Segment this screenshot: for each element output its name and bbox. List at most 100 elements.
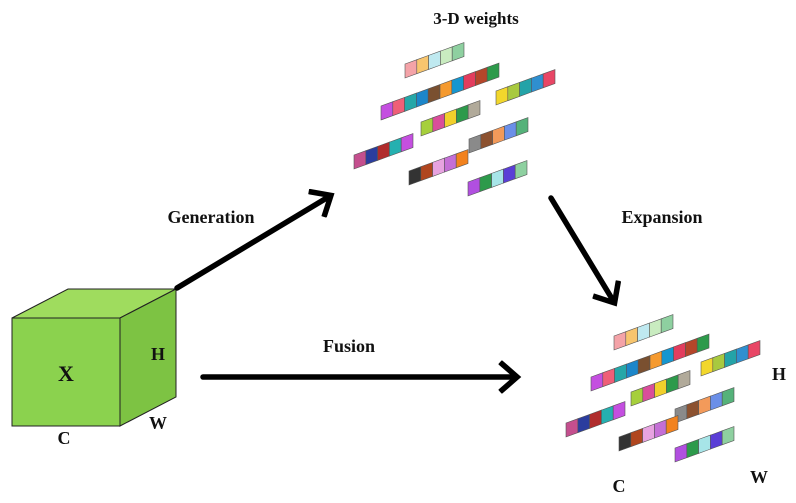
weight-cell [463, 71, 476, 91]
weight-cell [542, 69, 556, 89]
output-strip [590, 333, 710, 392]
output-cell [677, 370, 691, 390]
output-strip [565, 401, 626, 438]
weight-strip [420, 100, 481, 137]
output-cell [589, 409, 602, 429]
weight-cell [353, 150, 367, 170]
output-cell [686, 438, 699, 459]
weight-cell [365, 145, 378, 166]
weights-title: 3-D weights [433, 9, 519, 28]
output-cell [721, 426, 735, 446]
output-cell [665, 415, 679, 435]
weight-cell [495, 86, 509, 106]
output-cell [710, 430, 723, 450]
weight-cell [467, 100, 481, 120]
weight-cell [427, 84, 441, 104]
generation-label: Generation [168, 207, 255, 227]
weight-cell [479, 172, 492, 193]
output-cell [721, 387, 735, 407]
weight-strip [495, 69, 556, 106]
weight-cell [392, 96, 405, 117]
weight-cell [492, 125, 505, 145]
output-channel-label: C [613, 476, 626, 496]
output-cell [565, 418, 579, 438]
weight-cell [507, 81, 520, 102]
weight-cell [432, 157, 445, 177]
output-cell [626, 359, 639, 379]
weight-cell [531, 73, 544, 93]
output-strip [630, 370, 691, 407]
expansion-arrow [548, 195, 614, 302]
output-cell [700, 357, 714, 377]
weights-group [353, 42, 556, 197]
fusion-label: Fusion [323, 336, 375, 356]
output-cell [612, 401, 626, 421]
output-cell [577, 413, 590, 434]
weight-cell [439, 79, 453, 99]
weight-cell [503, 164, 516, 184]
output-cell [630, 427, 643, 448]
output-cell [602, 367, 615, 388]
weight-strip [404, 42, 465, 79]
weight-cell [404, 59, 418, 79]
weight-cell [444, 108, 457, 128]
weight-strip [380, 62, 500, 121]
output-cell [642, 382, 655, 403]
weight-cell [486, 62, 500, 82]
weight-cell [400, 133, 414, 153]
weight-cell [491, 168, 504, 188]
output-cell [661, 346, 674, 366]
output-cell [698, 434, 711, 454]
weight-cell [404, 92, 417, 112]
cube-front-face [11, 317, 121, 427]
weight-cell [451, 42, 465, 62]
output-cell [614, 363, 627, 383]
weight-cell [420, 161, 433, 182]
weight-cell [416, 54, 429, 75]
output-cell [698, 395, 711, 415]
output-cell [630, 387, 644, 407]
output-cell [712, 352, 725, 373]
output-cell [601, 405, 614, 425]
generation-arrow [174, 196, 330, 291]
output-strip [674, 426, 735, 463]
weight-strip [408, 149, 469, 186]
weight-cell [389, 137, 402, 157]
cube-x-label: X [58, 361, 74, 386]
output-strip [618, 415, 679, 452]
output-cell [654, 378, 667, 398]
weight-strip [468, 117, 529, 154]
output-cell [625, 326, 638, 347]
output-cell [649, 318, 662, 338]
output-strip [700, 340, 761, 377]
weight-strip [467, 160, 528, 197]
weight-cell [475, 66, 488, 87]
output-cell [649, 350, 663, 370]
expansion-label: Expansion [621, 207, 702, 227]
weight-cell [515, 117, 529, 137]
weight-cell [377, 141, 390, 161]
weight-cell [380, 101, 394, 121]
weight-cell [480, 129, 493, 150]
output-cell [736, 344, 749, 364]
weight-cell [514, 160, 528, 180]
weight-cell [432, 112, 445, 133]
weight-cell [467, 177, 481, 197]
output-cell [613, 331, 627, 351]
output-cell [654, 419, 667, 439]
output-cell [724, 348, 737, 368]
cube-height-label: H [151, 344, 165, 364]
weight-cell [468, 134, 482, 154]
weight-cell [455, 149, 469, 169]
weight-cell [504, 121, 517, 141]
cube-channel-label: C [58, 428, 71, 448]
output-cell [747, 340, 761, 360]
output-cell [642, 423, 655, 443]
output-cell [666, 374, 679, 394]
output-cell [674, 443, 688, 463]
weight-cell [451, 75, 464, 95]
output-cell [696, 333, 710, 353]
output-cell [685, 337, 698, 358]
output-width-label: W [750, 467, 768, 487]
weight-cell [440, 46, 453, 66]
